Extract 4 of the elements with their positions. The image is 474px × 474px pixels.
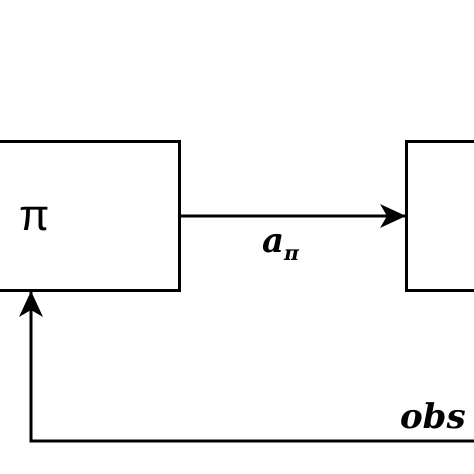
arrow — [19, 291, 474, 442]
arrow — [181, 204, 406, 228]
node-label: π — [19, 194, 50, 238]
process-box — [0, 140, 181, 292]
